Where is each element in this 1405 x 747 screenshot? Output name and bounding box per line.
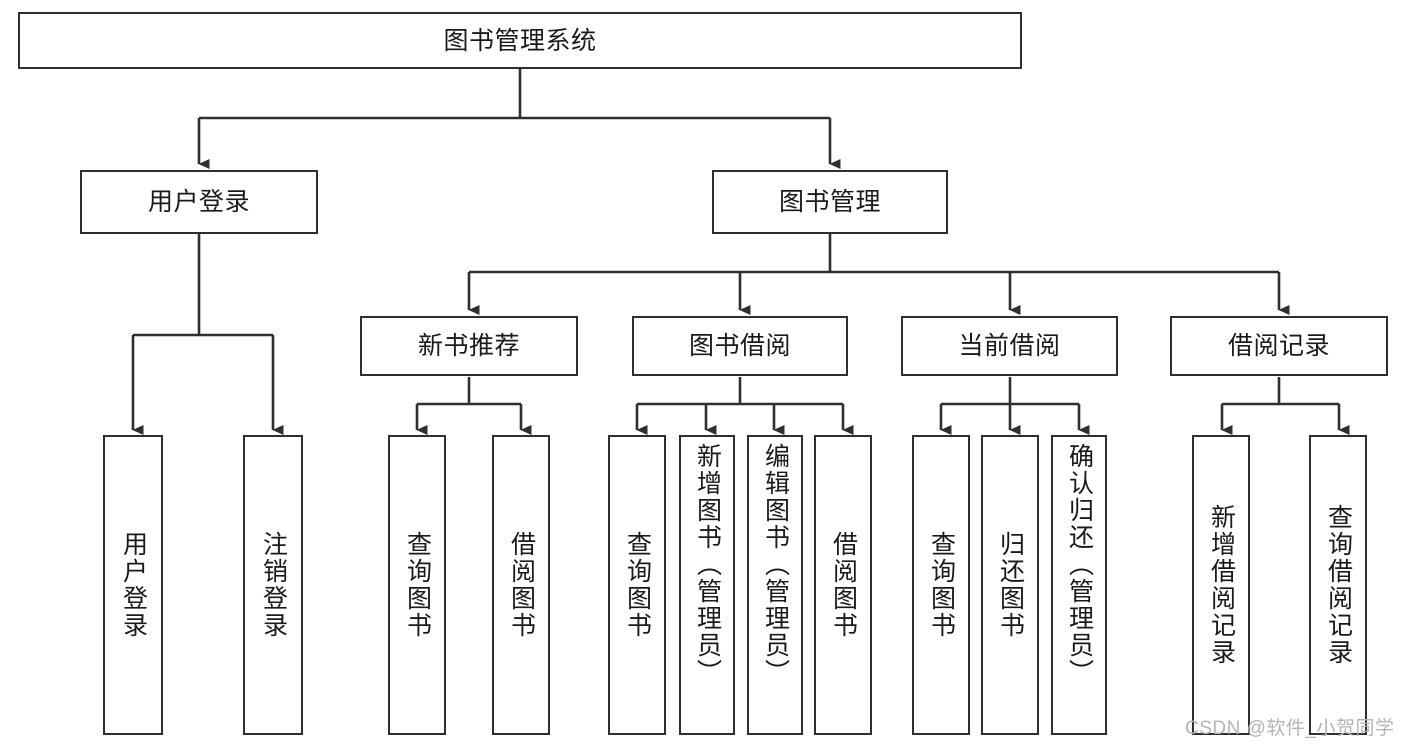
leaf-borrow-book-1-label: 借阅图书 <box>507 531 536 639</box>
node-borrow-record-label: 借阅记录 <box>1227 332 1330 360</box>
leaf-user-login[interactable]: 用户登录 <box>103 435 163 735</box>
node-root-label: 图书管理系统 <box>443 26 597 55</box>
node-user-login-label: 用户登录 <box>147 188 250 216</box>
leaf-query-book-2-label: 查询图书 <box>623 531 652 639</box>
leaf-confirm-return-label: 确认归还（管理员） <box>1065 443 1094 686</box>
leaf-edit-book[interactable]: 编辑图书（管理员） <box>747 435 803 735</box>
node-current-borrow-label: 当前借阅 <box>958 332 1061 360</box>
leaf-query-record-label: 查询借阅记录 <box>1324 504 1353 666</box>
leaf-user-login-label: 用户登录 <box>119 531 148 639</box>
leaf-add-record[interactable]: 新增借阅记录 <box>1192 435 1250 735</box>
leaf-edit-book-label: 编辑图书（管理员） <box>761 443 790 686</box>
leaf-add-record-label: 新增借阅记录 <box>1207 504 1236 666</box>
node-borrow-record[interactable]: 借阅记录 <box>1170 316 1388 376</box>
leaf-query-book-3[interactable]: 查询图书 <box>912 435 970 735</box>
node-book-borrow-label: 图书借阅 <box>688 332 791 360</box>
node-new-book-recommend-label: 新书推荐 <box>417 332 520 360</box>
leaf-query-book-2[interactable]: 查询图书 <box>608 435 666 735</box>
node-user-login[interactable]: 用户登录 <box>80 170 318 234</box>
leaf-borrow-book-2-label: 借阅图书 <box>829 531 858 639</box>
leaf-confirm-return[interactable]: 确认归还（管理员） <box>1051 435 1107 735</box>
leaf-add-book[interactable]: 新增图书（管理员） <box>679 435 735 735</box>
node-book-manage[interactable]: 图书管理 <box>712 170 948 234</box>
node-current-borrow[interactable]: 当前借阅 <box>901 316 1118 376</box>
leaf-query-book-1-label: 查询图书 <box>403 531 432 639</box>
node-new-book-recommend[interactable]: 新书推荐 <box>360 316 578 376</box>
leaf-query-record[interactable]: 查询借阅记录 <box>1309 435 1367 735</box>
leaf-user-logout-label: 注销登录 <box>259 531 288 639</box>
node-book-manage-label: 图书管理 <box>778 188 881 216</box>
leaf-user-logout[interactable]: 注销登录 <box>243 435 303 735</box>
leaf-return-book[interactable]: 归还图书 <box>981 435 1039 735</box>
leaf-add-book-label: 新增图书（管理员） <box>693 443 722 686</box>
csdn-watermark: CSDN @软件_小贺同学 <box>1185 718 1395 739</box>
leaf-borrow-book-1[interactable]: 借阅图书 <box>492 435 550 735</box>
node-book-borrow[interactable]: 图书借阅 <box>632 316 848 376</box>
leaf-borrow-book-2[interactable]: 借阅图书 <box>814 435 872 735</box>
node-root[interactable]: 图书管理系统 <box>18 12 1022 69</box>
leaf-return-book-label: 归还图书 <box>996 531 1025 639</box>
leaf-query-book-3-label: 查询图书 <box>927 531 956 639</box>
leaf-query-book-1[interactable]: 查询图书 <box>388 435 446 735</box>
